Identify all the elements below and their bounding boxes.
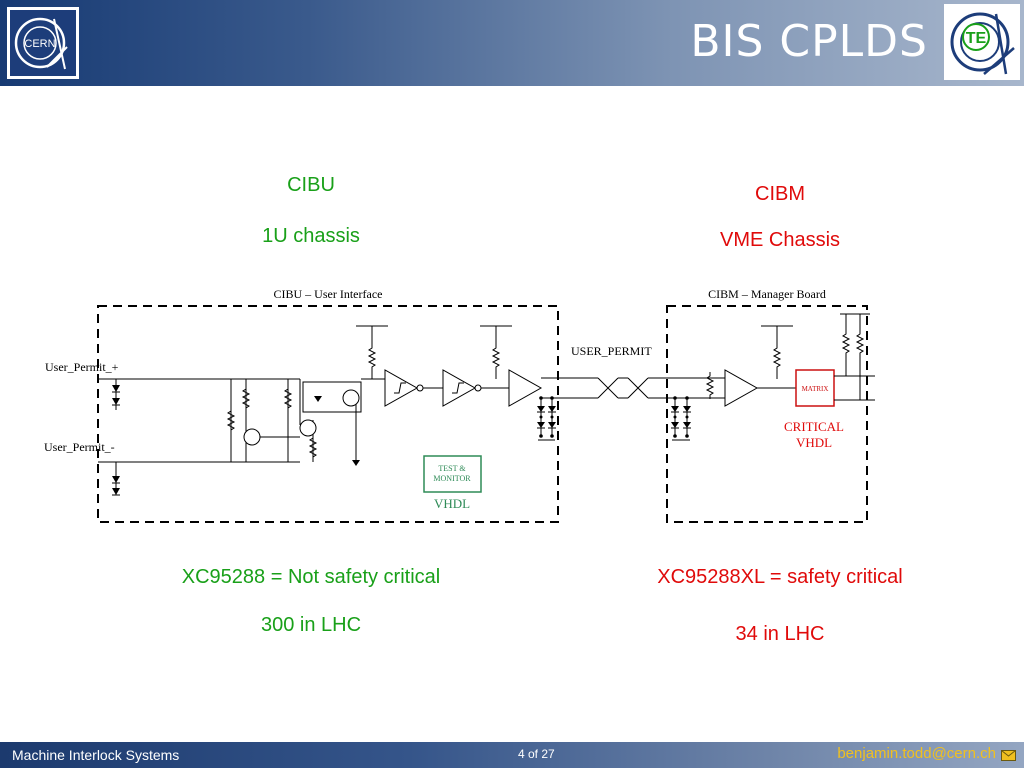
test-monitor-line1: TEST & <box>438 464 466 473</box>
cibu-box-label: CIBU – User Interface <box>274 287 383 301</box>
cern-logo: CERN <box>7 7 79 79</box>
slide-title: BIS CPLDS <box>690 16 928 67</box>
matrix-box <box>795 369 835 407</box>
critical-vhdl-label: VHDL <box>796 435 832 450</box>
cibu-count: 300 in LHC <box>260 614 362 636</box>
cibm-chassis: VME Chassis <box>719 229 841 251</box>
header-bar: CERN BIS CPLDS TE <box>0 0 1024 86</box>
te-logo: TE <box>944 4 1020 80</box>
input-minus-label: User_Permit_- <box>44 440 115 454</box>
cibm-box <box>666 305 868 523</box>
vhdl-label: VHDL <box>434 496 470 511</box>
mail-icon[interactable] <box>1001 750 1016 761</box>
footer-title: Machine Interlock Systems <box>12 747 180 763</box>
footer-bar: Machine Interlock Systems 4 of 27 benjam… <box>0 742 1024 768</box>
email-link[interactable]: benjamin.todd@cern.ch <box>837 745 996 762</box>
page-number: 4 of 27 <box>518 747 555 761</box>
critical-label: CRITICAL <box>784 419 844 434</box>
cibu-title: CIBU <box>287 174 335 196</box>
cibu-chip: XC95288 = Not safety critical <box>181 566 441 588</box>
cibm-box-label: CIBM – Manager Board <box>708 287 826 301</box>
test-monitor-box <box>423 455 482 493</box>
cibm-title: CIBM <box>755 183 805 205</box>
cern-logo-text: CERN <box>24 38 55 50</box>
cibm-chip: XC95288XL = safety critical <box>657 566 903 588</box>
cibm-count: 34 in LHC <box>735 623 825 645</box>
test-monitor-line2: MONITOR <box>433 474 471 483</box>
matrix-label: MATRIX <box>802 385 829 393</box>
user-permit-label: USER_PERMIT <box>571 344 652 358</box>
input-plus-label: User_Permit_+ <box>45 360 119 374</box>
cibu-box <box>97 305 559 523</box>
te-logo-text: TE <box>966 30 987 47</box>
cibu-chassis: 1U chassis <box>262 225 360 247</box>
